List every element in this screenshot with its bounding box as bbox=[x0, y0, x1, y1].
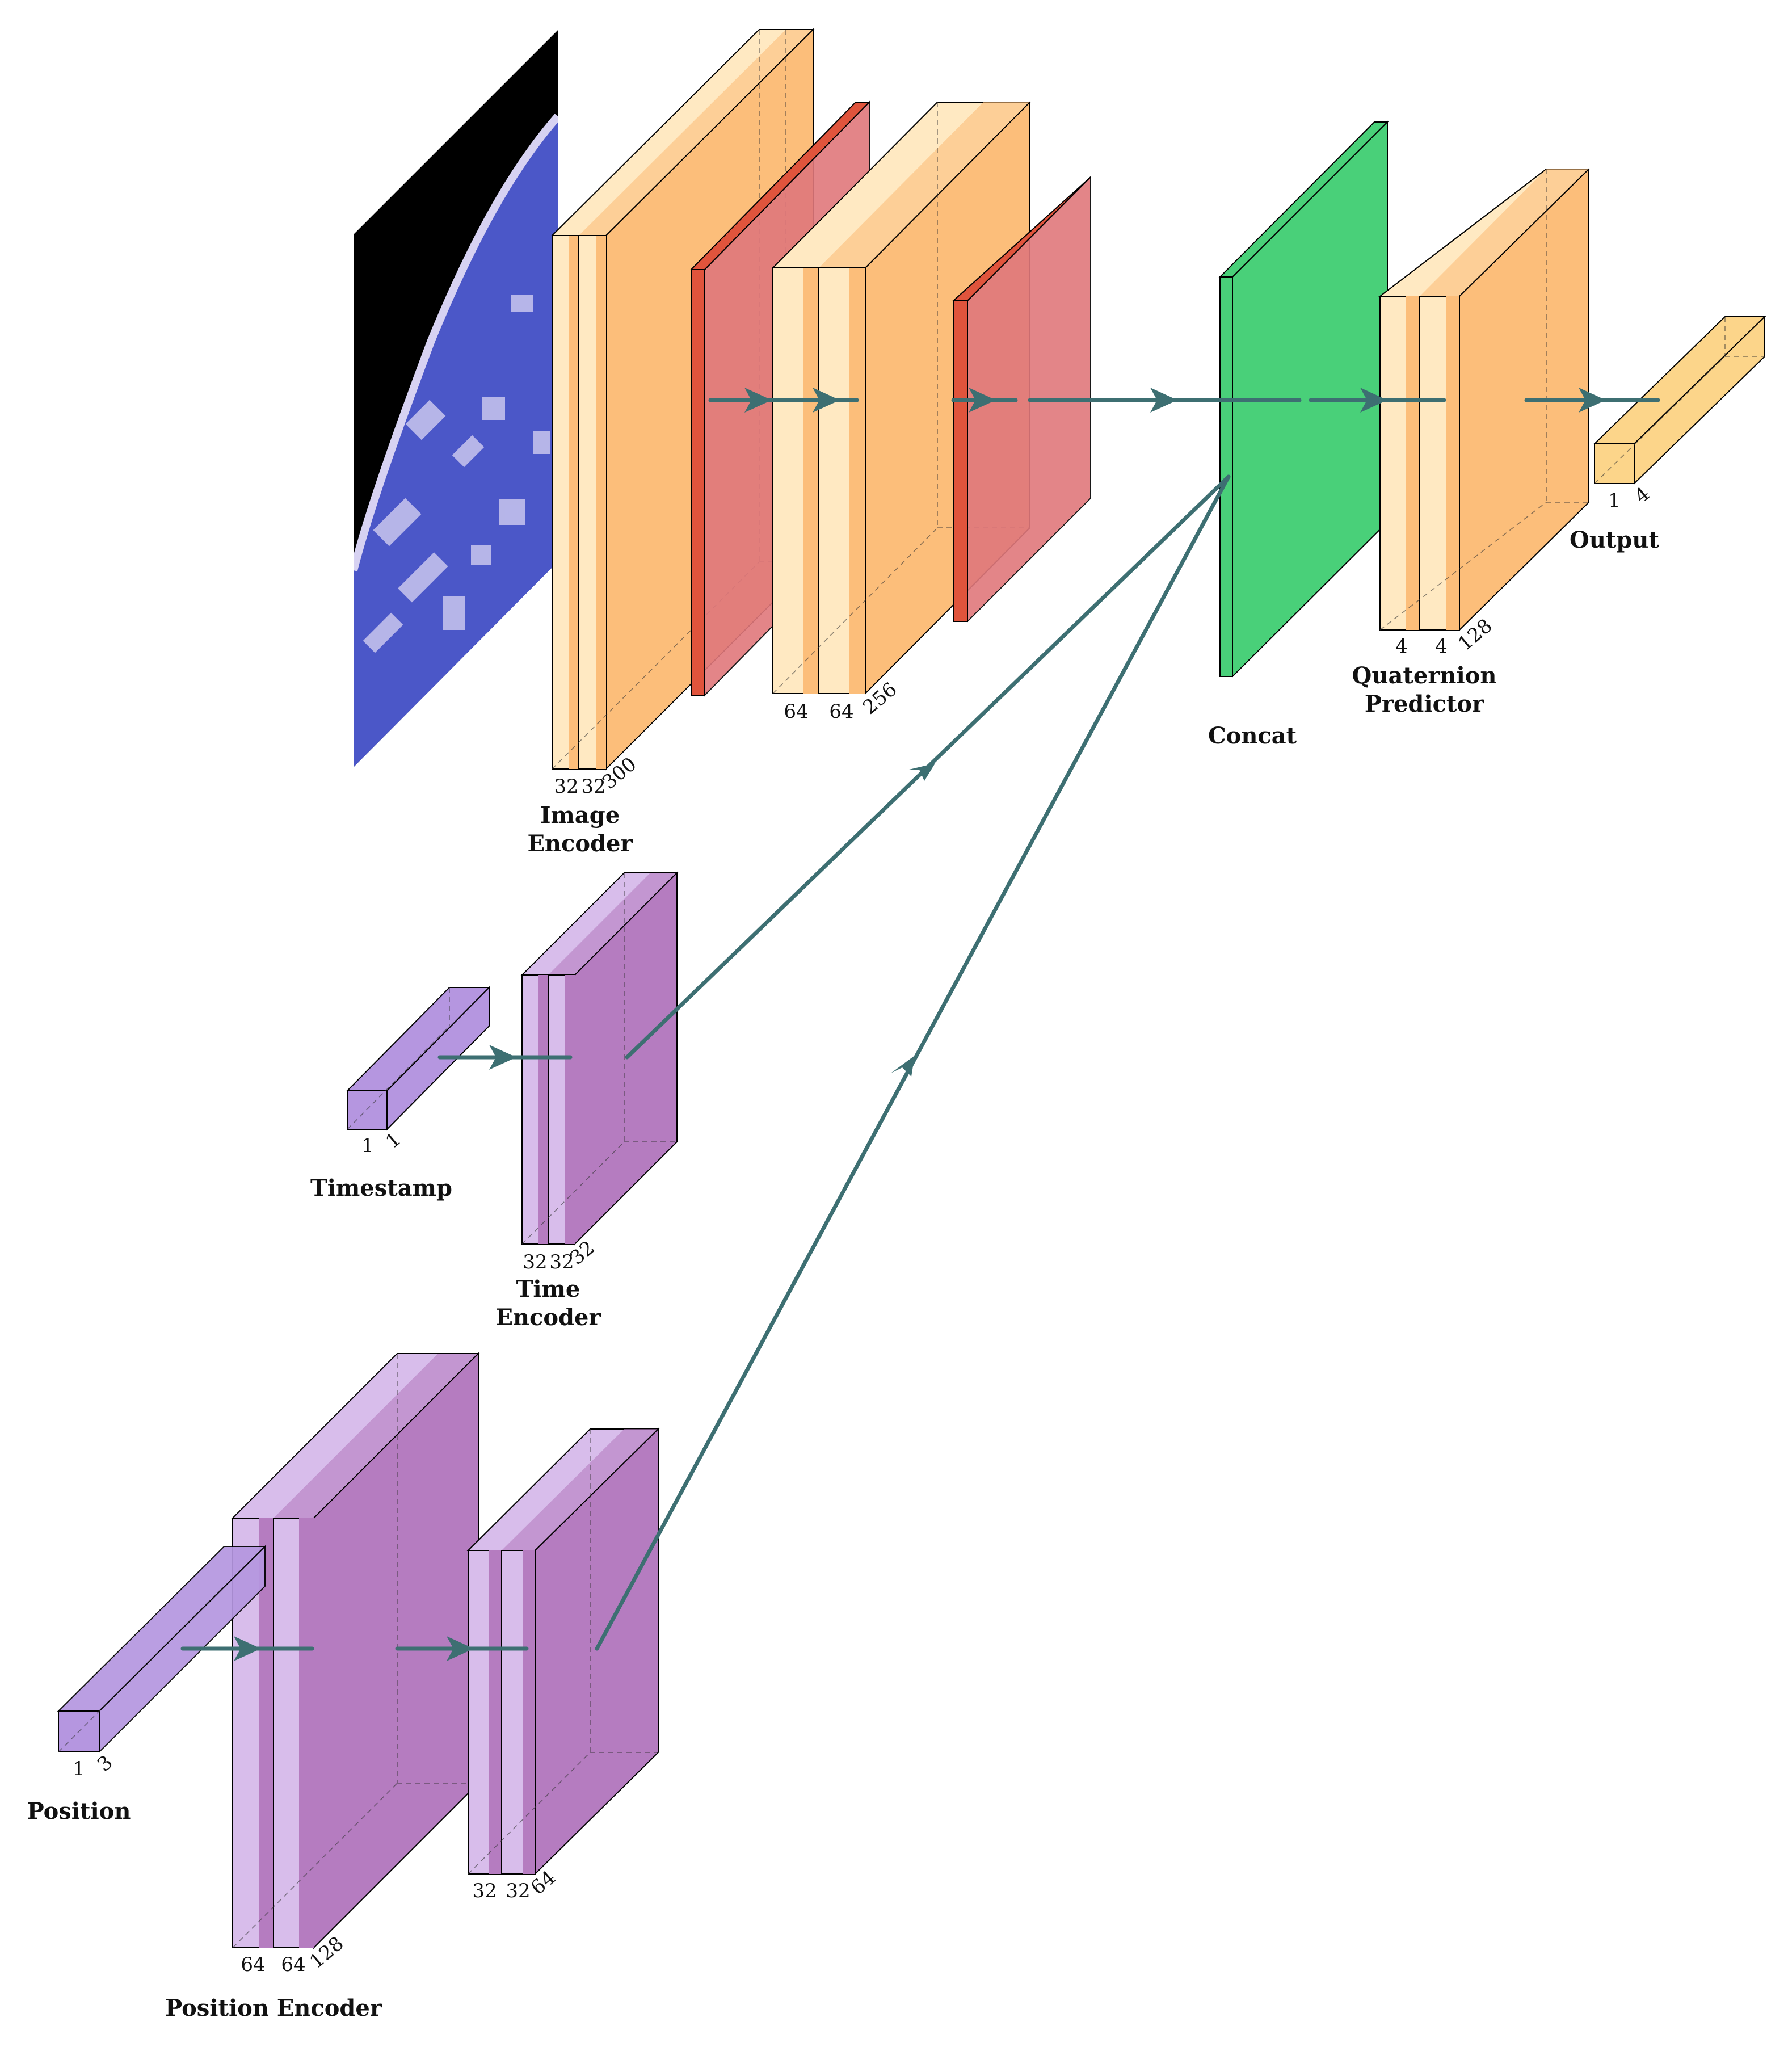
output-block bbox=[1593, 315, 1766, 485]
label-time-encoder-line1: Time bbox=[516, 1276, 580, 1302]
dim-output-b: 4 bbox=[1630, 482, 1654, 508]
atmosphere-rim bbox=[354, 114, 558, 571]
dim-image-conv2-b: 64 bbox=[829, 700, 853, 723]
dim-position-enc2-a: 32 bbox=[472, 1880, 497, 1902]
label-position: Position bbox=[27, 1798, 131, 1825]
label-output: Output bbox=[1570, 527, 1659, 553]
block-labels: Image Encoder Concat Quaternion Predicto… bbox=[27, 527, 1660, 2021]
label-time-encoder-line2: Encoder bbox=[495, 1304, 601, 1331]
dim-position-a: 1 bbox=[73, 1758, 85, 1780]
timestamp-input-block bbox=[346, 986, 491, 1131]
label-image-encoder-line2: Encoder bbox=[527, 830, 633, 857]
input-image-earth bbox=[354, 30, 558, 767]
label-image-encoder-line1: Image bbox=[540, 802, 620, 829]
label-concat: Concat bbox=[1208, 722, 1297, 749]
label-position-encoder: Position Encoder bbox=[165, 1995, 382, 2021]
dim-quaternion-b: 4 bbox=[1435, 635, 1448, 658]
dim-output-a: 1 bbox=[1608, 489, 1621, 512]
time-encoder-block bbox=[520, 871, 679, 1246]
dim-position-enc1-b: 64 bbox=[281, 1953, 305, 1976]
earth-surface bbox=[354, 116, 558, 767]
dim-image-conv2-a: 64 bbox=[784, 700, 808, 723]
dim-timestamp-a: 1 bbox=[361, 1134, 374, 1157]
dim-timestamp-b: 1 bbox=[381, 1128, 405, 1153]
dim-position-b: 3 bbox=[93, 1751, 117, 1776]
dim-image-conv1-a: 32 bbox=[554, 775, 578, 798]
label-quaternion-line1: Quaternion bbox=[1352, 662, 1497, 689]
arrowheads bbox=[234, 388, 1606, 1661]
dim-time-encoder-b: 32 bbox=[549, 1251, 574, 1274]
dim-position-enc1-a: 64 bbox=[241, 1953, 265, 1976]
dim-quaternion-a: 4 bbox=[1395, 635, 1408, 658]
dim-time-encoder-a: 32 bbox=[523, 1251, 547, 1274]
position-encoder-block-2 bbox=[466, 1427, 660, 1876]
cloud-cover bbox=[363, 295, 550, 653]
label-quaternion-line2: Predictor bbox=[1365, 691, 1484, 717]
dim-position-enc2-b: 32 bbox=[506, 1880, 530, 1902]
dim-image-conv1-b: 32 bbox=[581, 775, 605, 798]
quaternion-predictor-block bbox=[1378, 167, 1591, 632]
label-timestamp: Timestamp bbox=[310, 1175, 452, 1201]
position-encoder-block-1 bbox=[231, 1352, 480, 1949]
